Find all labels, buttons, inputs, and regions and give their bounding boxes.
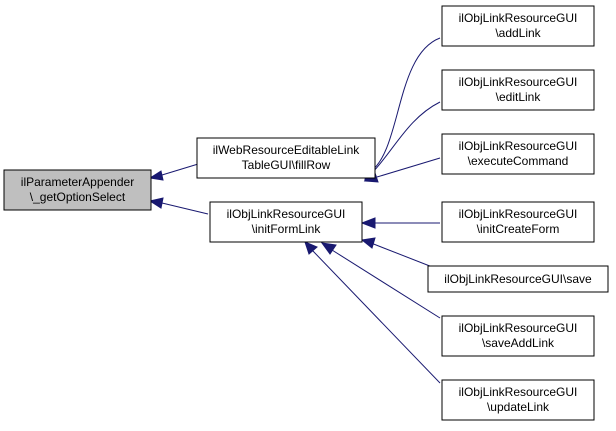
- arrowhead-updatelink: [304, 241, 318, 255]
- node-focus[interactable]: ilParameterAppender \_getOptionSelect: [3, 169, 152, 211]
- node-focus-line2: \_getOptionSelect: [30, 190, 126, 204]
- node-init-create-form-line1: ilObjLinkResourceGUI: [459, 207, 578, 221]
- node-execute-command-line2: \executeCommand: [468, 154, 569, 168]
- node-init-form-link-line2: \initFormLink: [252, 222, 322, 236]
- node-edit-link[interactable]: ilObjLinkResourceGUI \editLink: [441, 69, 595, 111]
- node-add-link[interactable]: ilObjLinkResourceGUI \addLink: [441, 5, 595, 47]
- node-save-add-link-line2: \saveAddLink: [482, 336, 555, 350]
- edge-saveaddlink-to-initformlink: [331, 249, 441, 319]
- node-init-form-link-box: [209, 201, 363, 243]
- node-execute-command-box: [441, 133, 595, 175]
- node-init-form-link[interactable]: ilObjLinkResourceGUI \initFormLink: [209, 201, 363, 243]
- node-save-box: [427, 265, 609, 293]
- node-init-create-form[interactable]: ilObjLinkResourceGUI \initCreateForm: [441, 201, 595, 243]
- node-fill-row-box: [196, 137, 376, 179]
- node-focus-line1: ilParameterAppender: [21, 175, 134, 189]
- edge-updatelink-to-initformlink: [311, 249, 441, 384]
- node-save-add-link-line1: ilObjLinkResourceGUI: [459, 321, 578, 335]
- node-edit-link-box: [441, 69, 595, 111]
- node-save[interactable]: ilObjLinkResourceGUI\save: [427, 265, 609, 293]
- node-add-link-box: [441, 5, 595, 47]
- node-save-add-link-box: [441, 315, 595, 357]
- node-execute-command-line1: ilObjLinkResourceGUI: [459, 139, 578, 153]
- arrowhead-fillrow: [148, 170, 164, 181]
- edge-editlink-to-initformlink: [371, 101, 441, 174]
- node-execute-command[interactable]: ilObjLinkResourceGUI \executeCommand: [441, 133, 595, 175]
- edge-initformlink-to-focus: [161, 202, 209, 215]
- edge-addlink-to-initformlink: [369, 37, 441, 173]
- node-update-link[interactable]: ilObjLinkResourceGUI \updateLink: [441, 379, 595, 421]
- node-update-link-line1: ilObjLinkResourceGUI: [459, 385, 578, 399]
- node-init-create-form-box: [441, 201, 595, 243]
- node-add-link-line2: \addLink: [495, 26, 541, 40]
- arrowhead-initformlink: [148, 197, 164, 209]
- node-save-line1: ilObjLinkResourceGUI\save: [444, 272, 592, 286]
- node-init-form-link-line1: ilObjLinkResourceGUI: [227, 207, 346, 221]
- node-edit-link-line1: ilObjLinkResourceGUI: [459, 75, 578, 89]
- arrowhead-initcreateform: [360, 217, 376, 229]
- node-add-link-line1: ilObjLinkResourceGUI: [459, 11, 578, 25]
- arrowhead-save: [360, 237, 376, 249]
- edge-executecommand-to-initformlink: [376, 157, 441, 178]
- node-update-link-line2: \updateLink: [487, 400, 550, 414]
- node-init-create-form-line2: \initCreateForm: [477, 222, 560, 236]
- node-fill-row-line1: ilWebResourceEditableLink: [213, 143, 361, 157]
- node-edit-link-line2: \editLink: [496, 90, 542, 104]
- node-fill-row-line2: TableGUI\fillRow: [242, 158, 331, 172]
- node-focus-box: [3, 169, 152, 211]
- node-update-link-box: [441, 379, 595, 421]
- node-save-add-link[interactable]: ilObjLinkResourceGUI \saveAddLink: [441, 315, 595, 357]
- node-fill-row[interactable]: ilWebResourceEditableLink TableGUI\fillR…: [196, 137, 376, 179]
- arrowhead-saveaddlink: [320, 242, 337, 255]
